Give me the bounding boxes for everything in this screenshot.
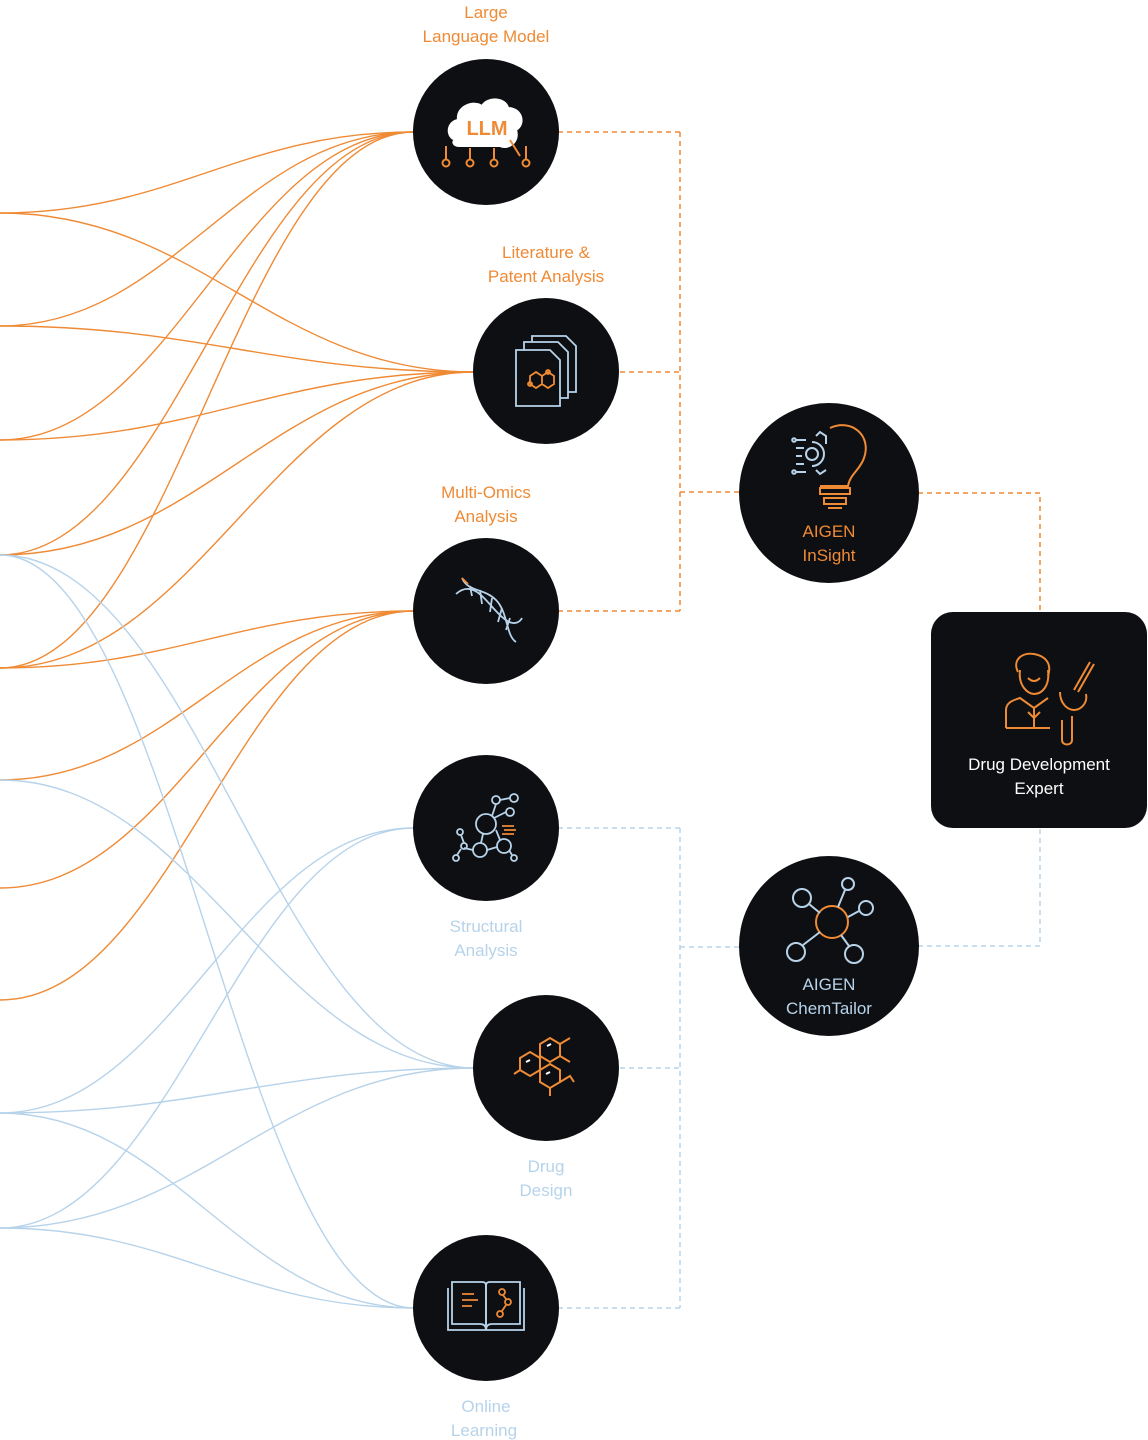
input-curve-3 <box>0 325 475 373</box>
svg-text:LLM: LLM <box>466 118 507 140</box>
omics-label-line1: Multi-Omics <box>441 483 531 502</box>
module-literature: Literature & Patent Analysis <box>473 243 619 444</box>
input-curve-9 <box>0 371 475 669</box>
module-drug-design: Drug Design <box>473 995 619 1200</box>
insight-label-line2: InSight <box>803 546 856 565</box>
expert-card: Drug Development Expert <box>931 612 1147 828</box>
structural-label-line1: Structural <box>450 917 523 936</box>
drug-design-label-line2: Design <box>520 1181 573 1200</box>
hexagon-rings-icon <box>513 1036 575 1096</box>
input-curve-13 <box>0 610 415 1001</box>
blue-dashed-connectors <box>558 827 1041 1309</box>
input-curve-0 <box>0 131 415 214</box>
insight-label-line1: AIGEN <box>803 522 856 541</box>
input-curve-7 <box>0 371 475 556</box>
product-chemtailor: AIGEN ChemTailor <box>739 856 919 1036</box>
input-curve-20 <box>0 827 415 1229</box>
online-label-line2: Learning <box>451 1421 517 1440</box>
drug-design-node <box>473 995 619 1141</box>
structural-node <box>413 755 559 901</box>
lightbulb-gear-icon <box>791 424 867 509</box>
input-curve-10 <box>0 610 415 669</box>
chemtailor-node <box>739 856 919 1036</box>
input-curve-2 <box>0 131 415 327</box>
input-curve-16 <box>0 779 475 1069</box>
input-curves <box>0 131 475 1309</box>
input-curve-19 <box>0 1112 415 1309</box>
connector-chemtailor-to-expert <box>918 828 1041 947</box>
input-curve-12 <box>0 610 415 889</box>
omics-label-line2: Analysis <box>454 507 517 526</box>
molecule-network-icon <box>452 793 519 862</box>
input-curve-14 <box>0 554 475 1069</box>
input-curve-11 <box>0 610 415 781</box>
connector-insight-to-expert <box>918 492 1041 612</box>
drug-design-label-line1: Drug <box>528 1157 565 1176</box>
orange-dashed-connectors <box>558 131 1041 612</box>
omics-node <box>413 538 559 684</box>
input-curve-6 <box>0 131 415 556</box>
input-curve-5 <box>0 371 475 441</box>
documents-molecule-icon <box>515 335 577 407</box>
structural-label-line2: Analysis <box>454 941 517 960</box>
molecule-hub-icon <box>786 877 874 964</box>
dna-icon <box>455 577 523 643</box>
product-insight: AIGEN InSight <box>739 403 919 583</box>
literature-label-line2: Patent Analysis <box>488 267 604 286</box>
chemtailor-label-line1: AIGEN <box>803 975 856 994</box>
input-curve-21 <box>0 1067 475 1229</box>
literature-label-line1: Literature & <box>502 243 591 262</box>
llm-brain-icon: LLM <box>441 98 531 168</box>
input-curve-15 <box>0 554 415 1309</box>
expert-label-line2: Expert <box>1014 779 1063 798</box>
llm-label-line1: Large <box>464 3 507 22</box>
llm-label-line2: Language Model <box>423 27 550 46</box>
open-book-icon <box>447 1281 525 1331</box>
input-curve-4 <box>0 131 415 441</box>
online-label-line1: Online <box>461 1397 510 1416</box>
chemtailor-label-line2: ChemTailor <box>786 999 872 1018</box>
module-llm: Large Language Model LLM <box>413 3 559 205</box>
scientist-icon <box>1005 652 1095 746</box>
input-curve-8 <box>0 131 415 669</box>
input-curve-17 <box>0 827 415 1114</box>
input-curve-18 <box>0 1067 475 1114</box>
module-structural: Structural Analysis <box>413 755 559 960</box>
module-online: Online Learning <box>413 1235 559 1440</box>
input-curve-22 <box>0 1227 415 1309</box>
expert-label-line1: Drug Development <box>968 755 1110 774</box>
module-omics: Multi-Omics Analysis <box>413 483 559 684</box>
